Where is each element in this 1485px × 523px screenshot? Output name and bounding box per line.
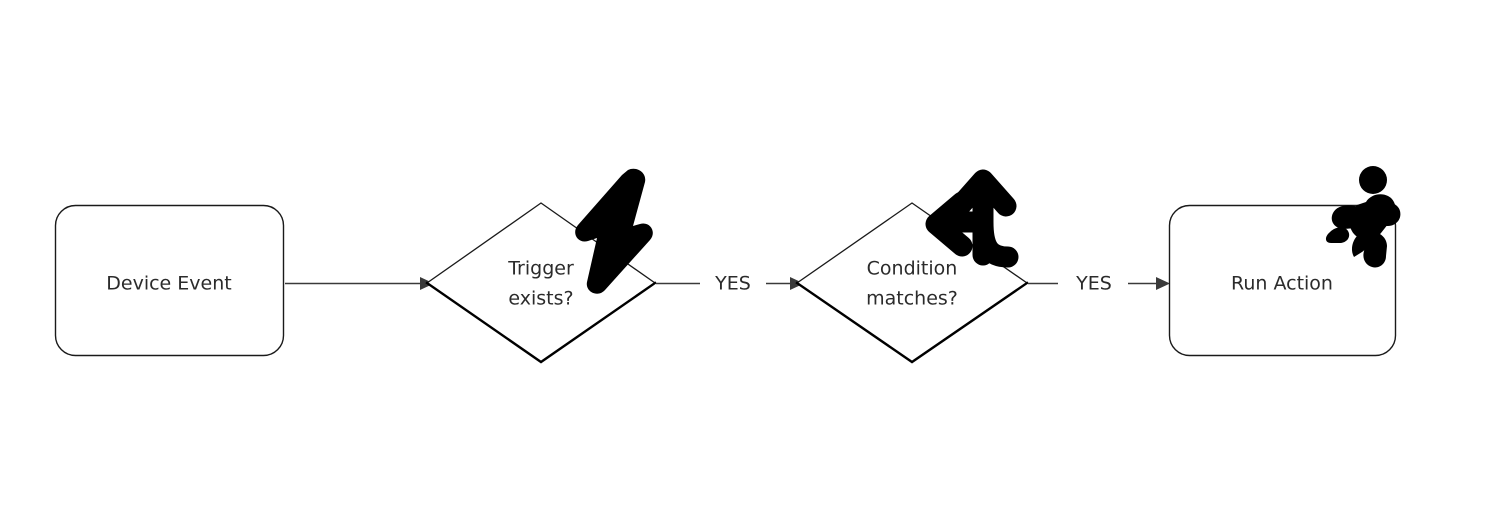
- condition-matches-label-line2: matches?: [866, 288, 958, 310]
- running-person-icon: [1325, 166, 1401, 268]
- condition-matches-shape-emphasis: [795, 281, 1029, 364]
- edge-condition-to-run-action: YES: [1028, 273, 1170, 295]
- trigger-exists-label-line1: Trigger: [507, 258, 574, 280]
- edge-2-label: YES: [714, 273, 751, 295]
- device-event-label: Device Event: [106, 273, 231, 295]
- trigger-exists-label-line2: exists?: [508, 288, 573, 310]
- edge-3-label: YES: [1075, 273, 1112, 295]
- edge-trigger-to-condition: YES: [656, 273, 804, 295]
- condition-matches-label-line1: Condition: [867, 258, 958, 280]
- edge-device-event-to-trigger: [285, 277, 434, 290]
- node-device-event[interactable]: Device Event: [54, 204, 285, 357]
- trigger-exists-shape-emphasis: [425, 281, 657, 364]
- branch-arrow-icon: [925, 169, 1019, 268]
- edge-3-arrowhead: [1156, 277, 1170, 290]
- run-action-label: Run Action: [1231, 273, 1333, 295]
- lightning-bolt-icon: [575, 168, 653, 294]
- device-event-shape[interactable]: [54, 204, 285, 357]
